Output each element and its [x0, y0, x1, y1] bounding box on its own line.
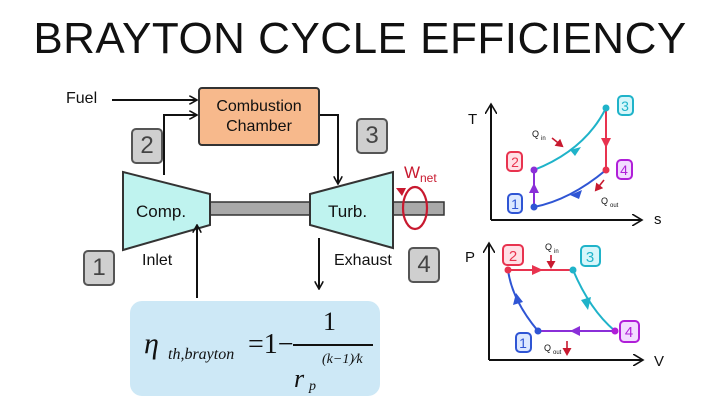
pv-arrow-2-3 — [532, 265, 543, 275]
formula-eta-subscript: th,brayton — [168, 346, 235, 363]
ts-qout-subscript: out — [610, 203, 619, 209]
pv-dot-3 — [569, 266, 577, 274]
pv-state-1-box — [515, 332, 532, 353]
ts-qin-arrow — [551, 137, 564, 148]
pv-qin-subscript: in — [554, 249, 559, 255]
ts-arrow-4-1 — [570, 190, 582, 199]
work-subscript: net — [420, 171, 437, 185]
ts-state-4-label: 4 — [620, 162, 628, 178]
efficiency-formula: η th,brayton =1− 1 (k−1)⁄k r p — [130, 301, 380, 396]
pv-arrow-3-4 — [581, 297, 591, 310]
inlet-label: Inlet — [142, 252, 173, 269]
formula-fraction-bar — [293, 344, 373, 346]
ts-y-label: T — [468, 111, 477, 128]
state-1-box: 1 — [83, 250, 115, 286]
pv-dot-2 — [504, 266, 512, 274]
ts-arrow-2-3 — [570, 147, 581, 156]
formula-denominator: (k−1)⁄k r p — [292, 352, 376, 394]
pv-y-label: P — [465, 249, 475, 266]
chamber-label-line2: Chamber — [226, 117, 292, 135]
ts-process-4-1 — [533, 169, 607, 208]
formula-numerator: 1 — [323, 307, 336, 336]
ts-dot-3 — [602, 104, 610, 112]
fuel-label: Fuel — [66, 90, 98, 107]
pv-arrow-1-2 — [513, 293, 523, 305]
ts-state-2-label: 2 — [511, 154, 519, 170]
ts-qin-label: Q — [532, 129, 539, 139]
pv-dot-1 — [534, 327, 542, 335]
compressor-label: Comp. — [136, 202, 187, 221]
ts-dot-2 — [530, 166, 538, 174]
turbine-label: Turb. — [328, 202, 368, 221]
pv-state-1-label: 1 — [519, 335, 527, 351]
pv-qout-subscript: out — [553, 350, 562, 356]
ts-dot-4 — [602, 166, 610, 174]
ts-x-label: s — [654, 211, 662, 228]
exhaust-label: Exhaust — [334, 252, 392, 269]
ts-state-3-label: 3 — [621, 98, 629, 114]
pv-process-1-2 — [507, 269, 539, 332]
formula-eta: η — [144, 327, 159, 360]
ts-arrow-3-4 — [601, 138, 611, 148]
ts-dot-1 — [530, 203, 538, 211]
pv-qout-label: Q — [544, 343, 551, 353]
state-2-box: 2 — [131, 128, 163, 164]
state-4-box: 4 — [408, 247, 440, 283]
ts-qin-subscript: in — [541, 136, 546, 142]
pv-state-2-label: 2 — [509, 248, 517, 265]
pv-x-label: V — [654, 353, 664, 370]
ts-qout-label: Q — [601, 196, 608, 206]
ts-state-1-box — [507, 193, 523, 214]
formula-base: r — [294, 364, 305, 393]
work-rotation-arrow — [401, 185, 429, 231]
pv-state-2-box — [502, 244, 524, 266]
pv-state-3-label: 3 — [586, 249, 594, 266]
pv-arrow-4-1 — [570, 326, 580, 336]
chamber-to-turbine-line — [318, 114, 338, 183]
chamber-label-line1: Combustion — [216, 97, 302, 115]
formula-base-subscript: p — [309, 379, 316, 394]
ts-state-4-box — [616, 159, 633, 180]
ts-qout-arrow — [594, 179, 605, 192]
pv-state-3-box — [580, 245, 601, 267]
turbine — [309, 170, 394, 250]
pv-dot-4 — [611, 327, 619, 335]
compressor — [122, 170, 211, 252]
pv-state-4-box — [619, 320, 640, 343]
ts-state-1-label: 1 — [511, 196, 519, 212]
ts-arrow-1-2 — [529, 183, 539, 193]
work-symbol: W — [404, 163, 420, 182]
ts-process-2-3 — [533, 107, 607, 171]
pv-qin-label: Q — [545, 242, 552, 252]
formula-exponent: (k−1)⁄k — [322, 352, 363, 367]
combustion-chamber: Combustion Chamber — [198, 87, 320, 146]
pv-process-3-4 — [572, 269, 616, 332]
compressor-to-chamber-line — [163, 115, 196, 175]
work-arrow-head — [396, 188, 406, 196]
ts-state-3-box — [617, 95, 634, 116]
state-3-box: 3 — [356, 118, 388, 154]
pv-state-4-label: 4 — [625, 324, 633, 341]
ts-state-2-box — [506, 151, 523, 172]
formula-equals: =1− — [248, 329, 294, 360]
page-title: BRAYTON CYCLE EFFICIENCY — [33, 14, 687, 63]
